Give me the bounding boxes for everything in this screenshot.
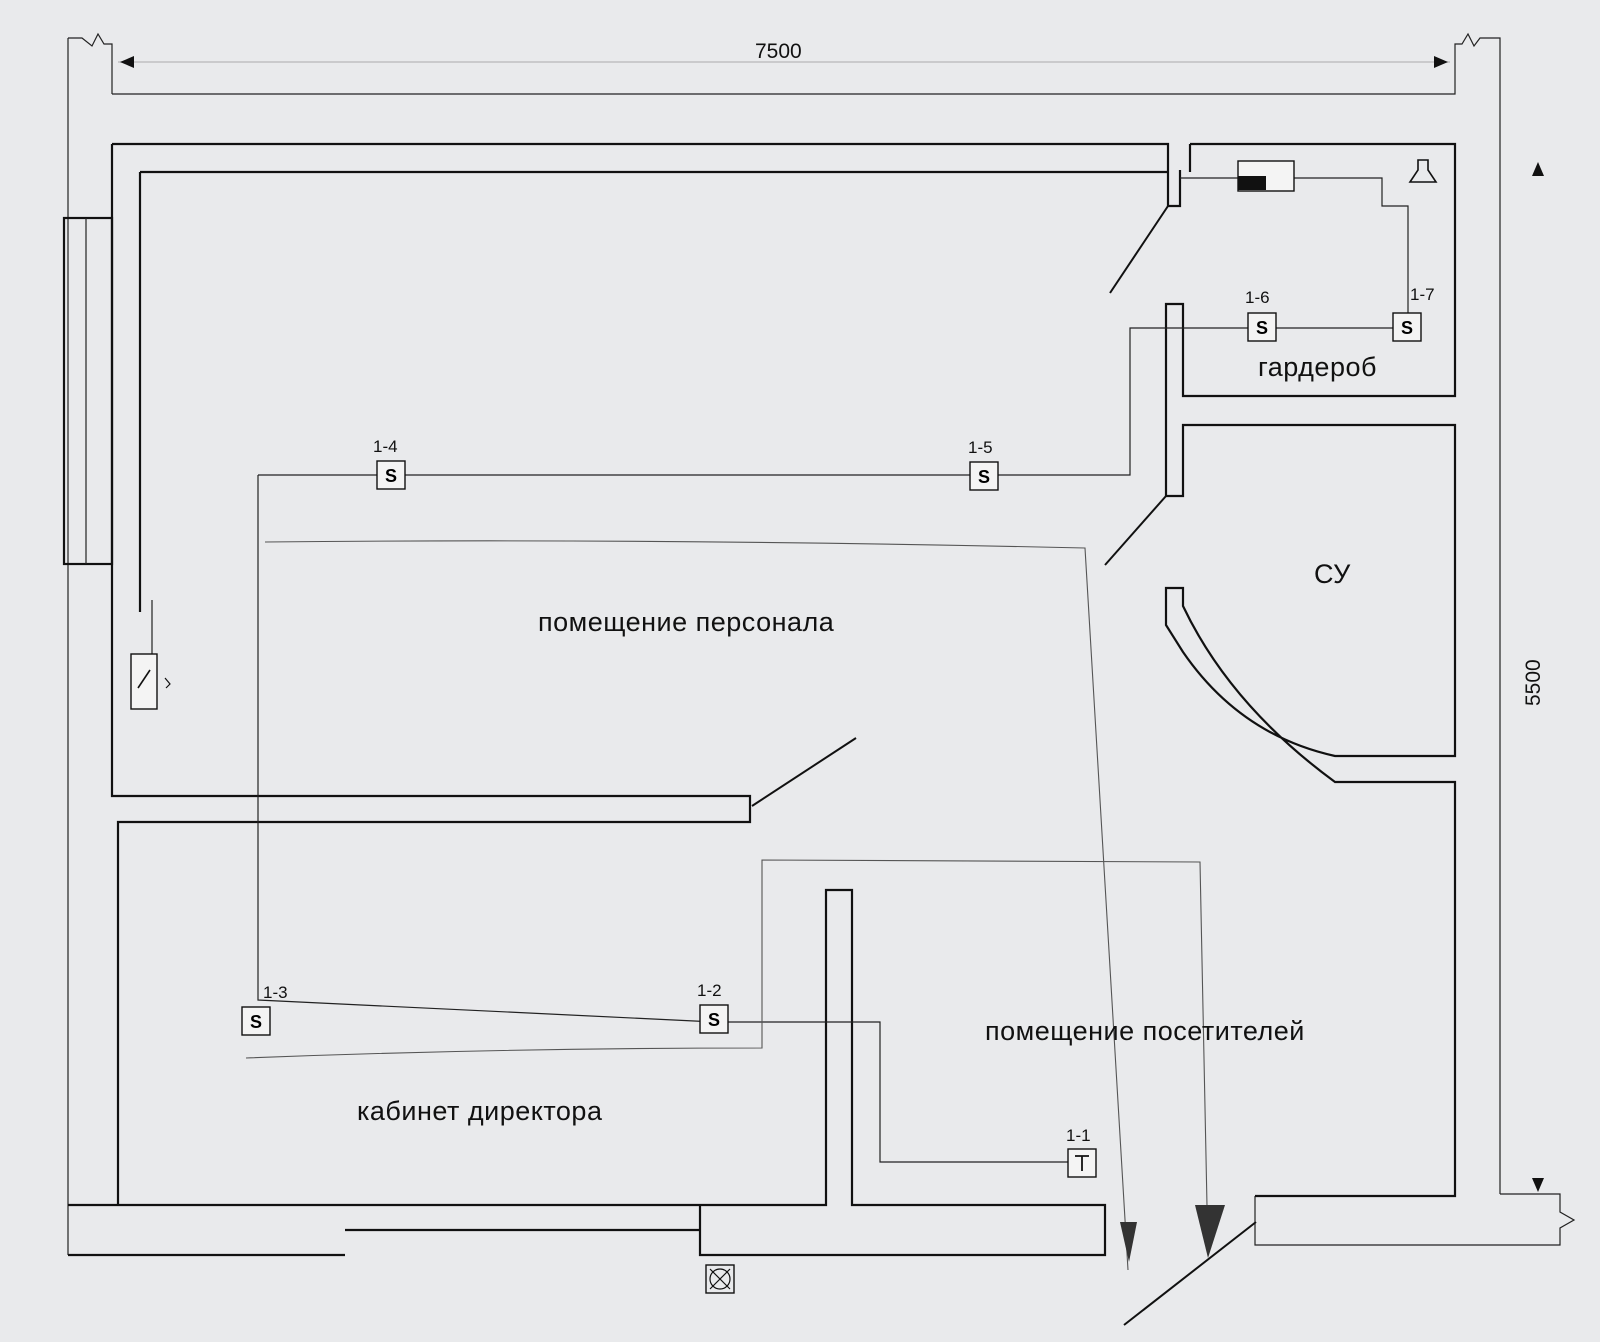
door-entrance xyxy=(1123,1221,1257,1326)
switch-s-icon xyxy=(1392,312,1422,342)
dim-arrow-bottom xyxy=(1532,1178,1544,1192)
room-label-staff: помещение персонала xyxy=(538,607,835,637)
switch-1-3: S 1-3 xyxy=(241,983,288,1036)
switch-1-6: S 1-6 xyxy=(1245,288,1277,342)
svg-text:S: S xyxy=(385,466,397,486)
switch-s-icon xyxy=(969,461,999,491)
dimension-width: 7500 xyxy=(67,32,1501,1255)
switch-1-4: S 1-4 xyxy=(373,437,406,490)
svg-text:S: S xyxy=(708,1010,720,1030)
tag-1-7: 1-7 xyxy=(1410,285,1435,304)
tag-1-6: 1-6 xyxy=(1245,288,1270,307)
bell-icon xyxy=(1408,159,1438,183)
door-wardrobe xyxy=(1109,205,1169,294)
dimension-height: 5500 xyxy=(1254,162,1576,1246)
door-wc xyxy=(1104,495,1167,566)
tag-1-3: 1-3 xyxy=(263,983,288,1002)
switch-1-7: S 1-7 xyxy=(1392,285,1435,342)
tag-1-1: 1-1 xyxy=(1066,1126,1091,1145)
switch-1-2: S 1-2 xyxy=(697,981,729,1034)
switch-1-5: S 1-5 xyxy=(968,438,999,491)
switch-s-icon xyxy=(1247,312,1277,342)
walls xyxy=(62,142,1457,1257)
tag-1-2: 1-2 xyxy=(697,981,722,1000)
wiring xyxy=(151,177,1409,1271)
dim-arrow-left xyxy=(120,56,134,68)
dim-arrow-right xyxy=(1434,56,1448,68)
dimension-width-label: 7500 xyxy=(755,40,802,63)
distribution-panel-icon xyxy=(1237,160,1295,192)
switch-s-icon xyxy=(699,1004,729,1034)
doors xyxy=(751,205,1257,1326)
svg-text:S: S xyxy=(1256,318,1268,338)
tag-1-5: 1-5 xyxy=(968,438,993,457)
cable-entry-arrow-icon xyxy=(1120,1205,1225,1262)
entrance-marker-icon xyxy=(705,1264,735,1294)
room-label-wc: СУ xyxy=(1314,559,1351,589)
room-label-director: кабинет директора xyxy=(357,1096,603,1126)
tag-1-4: 1-4 xyxy=(373,437,398,456)
svg-text:S: S xyxy=(1401,318,1413,338)
dimension-height-label: 5500 xyxy=(1522,659,1545,706)
door-staff xyxy=(751,737,857,807)
svg-text:S: S xyxy=(250,1012,262,1032)
socket-1-1: 1-1 xyxy=(1066,1126,1097,1178)
wall-switch-icon xyxy=(130,653,171,710)
room-label-visitors: помещение посетителей xyxy=(985,1016,1305,1046)
svg-text:S: S xyxy=(978,467,990,487)
switch-s-icon xyxy=(241,1006,271,1036)
dim-arrow-top xyxy=(1532,162,1544,176)
switch-s-icon xyxy=(376,460,406,490)
room-label-wardrobe: гардероб xyxy=(1258,352,1377,382)
